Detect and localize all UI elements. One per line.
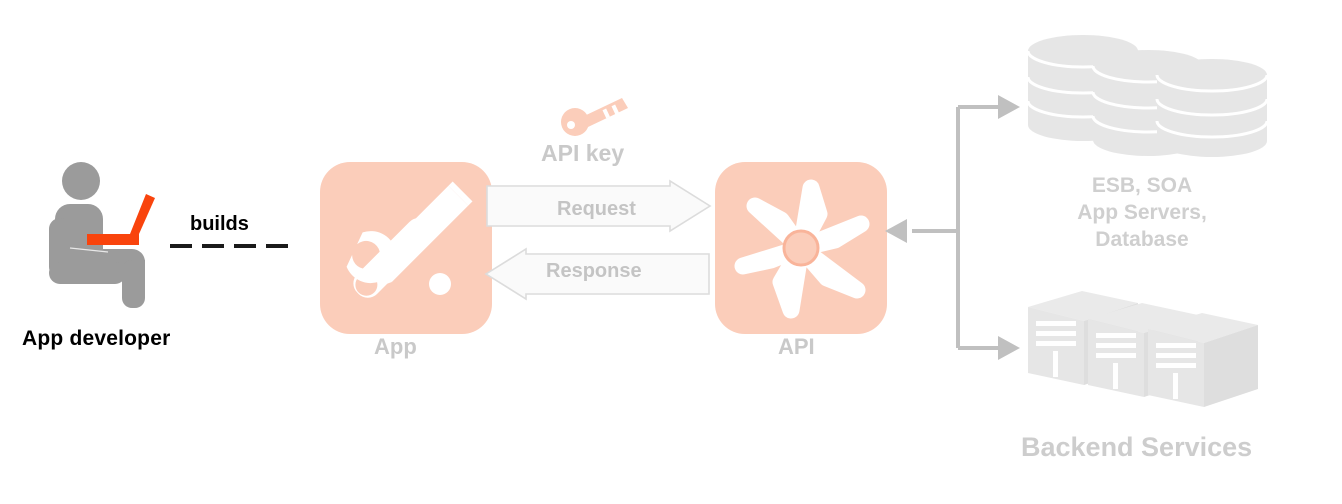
- request-arrow-label: Request: [557, 198, 636, 220]
- api-label: API: [778, 334, 815, 359]
- backend-services-label: Backend Services: [1021, 432, 1253, 462]
- api-key-label: API key: [541, 140, 625, 166]
- app-developer-label: App developer: [22, 327, 171, 350]
- response-arrow: [483, 238, 711, 301]
- arrow-head-bottom: [998, 336, 1020, 360]
- key-icon: [560, 96, 632, 136]
- arrow-head-top: [998, 95, 1020, 119]
- builds-edge-label: builds: [190, 213, 249, 235]
- esb-label-line-1: ESB, SOA: [1091, 174, 1193, 197]
- wrench-and-pencil-icon: [346, 181, 473, 298]
- api-node[interactable]: [715, 162, 887, 334]
- arrow-head-left: [885, 219, 907, 243]
- response-arrow-label: Response: [546, 260, 642, 282]
- api-splat-icon: [734, 179, 870, 319]
- server-towers-icon: [1028, 285, 1260, 407]
- app-label: App: [374, 334, 417, 359]
- esb-label-line-2: App Servers,: [1077, 201, 1207, 224]
- database-cylinders-icon: [1020, 35, 1270, 157]
- esb-label-group: ESB, SOA App Servers, Database: [1022, 172, 1262, 253]
- app-developer-icon: [40, 160, 180, 310]
- builds-dashed-connector: [168, 240, 304, 252]
- api-backend-connectors: [885, 90, 1020, 365]
- app-node[interactable]: [320, 162, 492, 334]
- request-arrow: [485, 179, 715, 242]
- esb-label-line-3: Database: [1095, 228, 1189, 251]
